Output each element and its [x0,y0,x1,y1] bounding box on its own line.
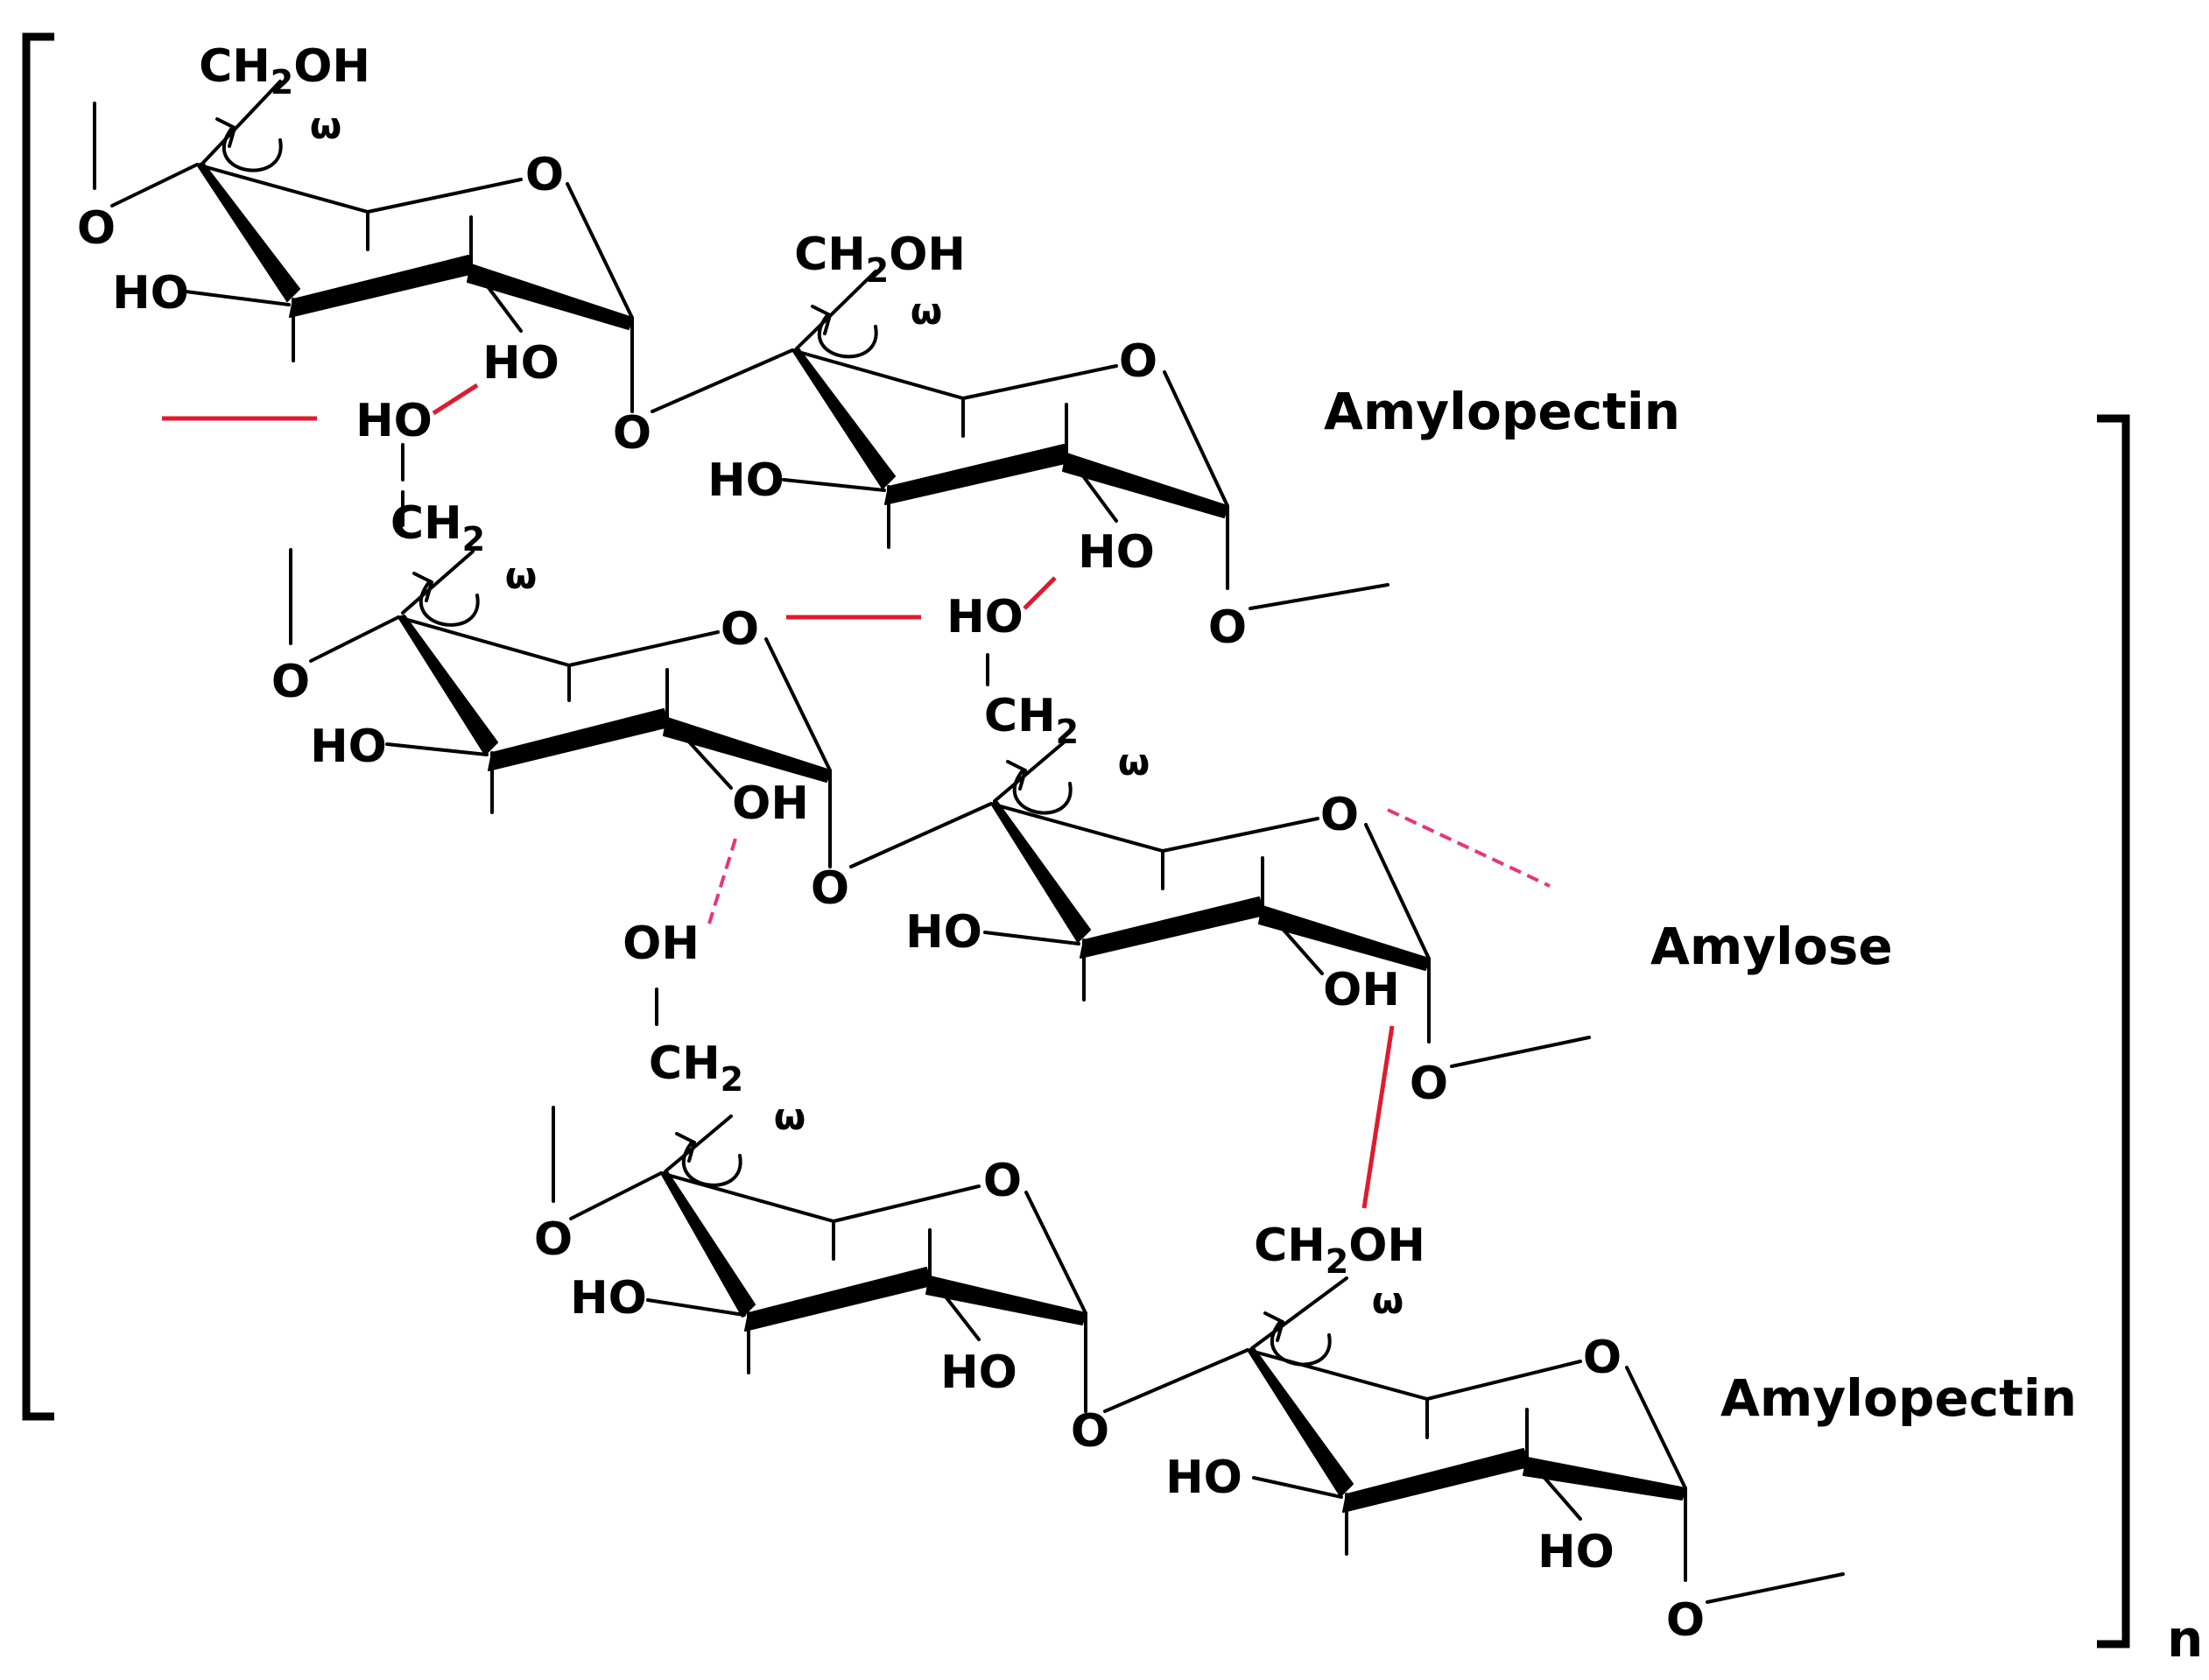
ring-d-omega: ω [1118,741,1150,784]
ring-b-omega: ω [911,290,943,333]
glucose-ring-c: O O HO OH CH2 HO ω [271,395,832,851]
ring-a-ho-c2: HO [482,337,559,390]
glucose-ring-e: OH CH2 ω O O HO HO [534,917,1087,1399]
ring-f-glycosidic-o: O [1666,1594,1705,1647]
ring-c-glycosidic-o: O [271,656,310,708]
ring-b-ho-c3: HO [707,454,784,507]
right-bracket [2097,414,2130,1648]
glucose-ring-b: O HO HO CH2OH ω O [707,228,1389,654]
link-cd-o: O [811,862,849,915]
ring-a-ho-c3: HO [112,267,189,320]
ring-d-oh-c2: OH [1323,964,1400,1016]
ring-c-oh-c2: OH [732,777,809,830]
ring-e-ch2: CH2 [649,1037,743,1099]
ring-e-ring-o: O [983,1155,1022,1207]
hbond-ring-c-ring-e [707,838,737,924]
repeat-unit-label: n [2167,1609,2203,1669]
ring-b-ring-o: O [1119,335,1157,388]
link-ef-o: O [1071,1405,1109,1458]
ring-b-ch2oh: CH2OH [794,228,966,290]
ring-d-glycosidic-o: O [1410,1058,1448,1110]
amylopectin-top-label: Amylopectin [1324,382,1680,441]
ring-c-ho-c3: HO [310,721,387,773]
ring-d-ho-c3: HO [905,906,982,959]
glycosidic-link-a-b: O [613,348,794,460]
ring-b-glycosidic-o: O [1208,601,1247,654]
amylopectin-bottom-label: Amylopectin [1720,1368,2077,1428]
glucose-ring-a: O O HO HO CH2OH ω [77,40,634,396]
ring-d-ring-o: O [1320,789,1359,841]
ring-f-ch2oh: CH2OH [1254,1220,1425,1281]
hbond-ring-d-right [1387,808,1551,888]
ring-f-ho-c2: HO [1537,1526,1615,1578]
hydrogen-bonds [162,383,1551,1209]
glycosidic-link-c-d: O [811,802,993,915]
ring-c-omega: ω [505,554,538,597]
ring-e-ho-c2: HO [940,1346,1017,1399]
hbond-ring-b-ring-d [1023,576,1057,610]
ring-c-ring-o: O [721,603,759,656]
link-ab-o: O [613,407,651,460]
ring-c-ch2: CH2 [390,497,485,559]
glucose-ring-d: HO CH2 ω O HO OH O [905,591,1591,1110]
ring-e-glycosidic-o: O [534,1213,573,1266]
ring-d-ho-c6: HO [946,591,1024,643]
ring-a-ring-o: O [525,149,564,201]
ring-a-glycosidic-o: O [77,202,116,255]
ring-f-ho-c3: HO [1165,1452,1242,1504]
ring-e-oh-c6: OH [623,917,700,970]
ring-f-ring-o: O [1583,1332,1622,1384]
hbond-ring-a-ring-c [432,383,479,416]
ring-e-ho-c3: HO [570,1272,647,1325]
ring-f-omega: ω [1372,1279,1404,1322]
hbond-ring-d-ring-f [1361,1025,1395,1209]
left-bracket [22,32,54,1421]
glycosidic-link-e-f: O [1071,1348,1249,1458]
ring-a-ch2oh: CH2OH [199,40,370,102]
ring-e-omega: ω [774,1095,806,1138]
amylose-label: Amylose [1650,917,1893,976]
glucose-ring-f: CH2OH ω O HO HO O [1165,1220,1845,1647]
ring-d-ch2: CH2 [984,690,1079,751]
ring-c-ho-c6: HO [355,395,433,447]
ring-b-ho-c2: HO [1078,526,1155,579]
ring-a-omega: ω [310,104,342,147]
